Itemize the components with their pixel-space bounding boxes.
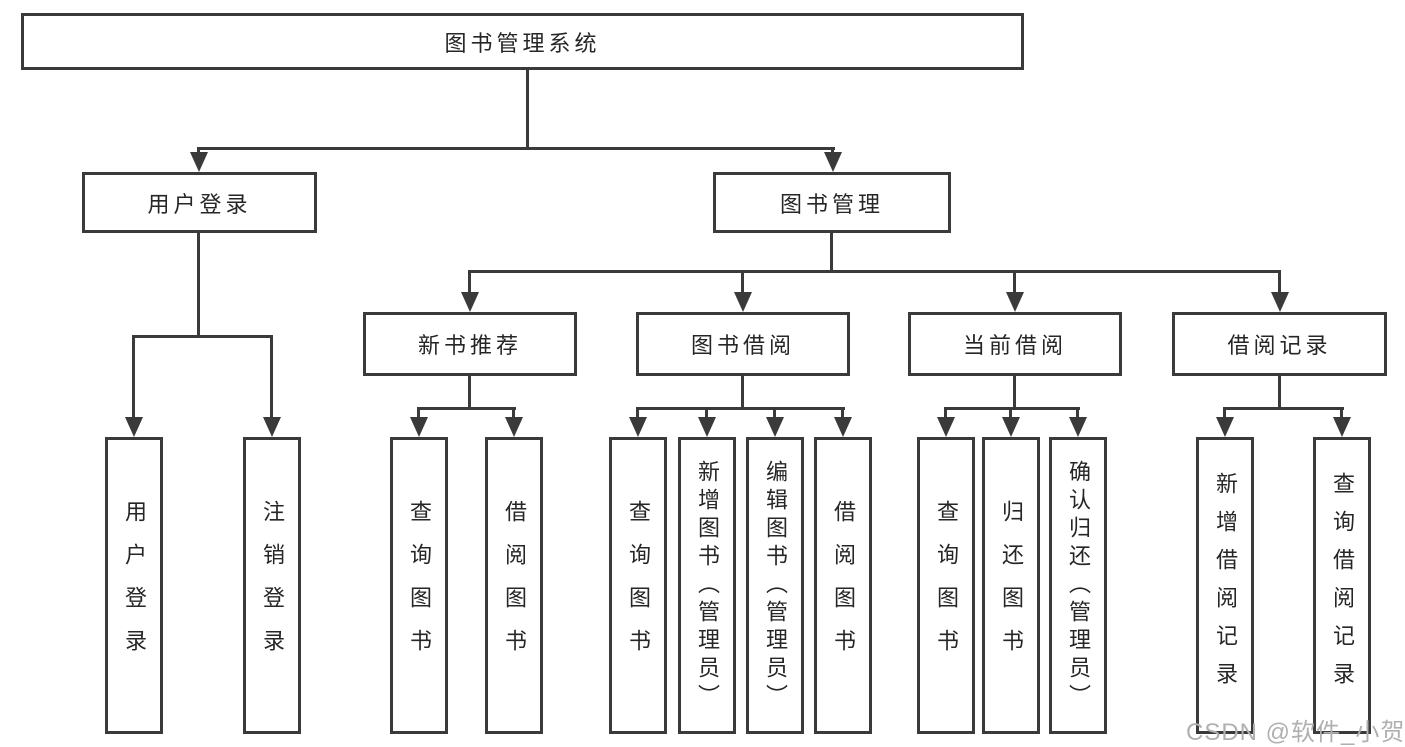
node-book-borrowing: 图书借阅 [636, 312, 850, 376]
connector-line [1223, 407, 1226, 419]
connector-line [741, 270, 744, 294]
connector-line [1278, 376, 1281, 409]
arrow-down-icon [1271, 292, 1289, 312]
connector-line [773, 407, 776, 419]
leaf-label: 查询图书 [934, 499, 959, 672]
connector-line [1278, 270, 1281, 294]
connector-line [468, 270, 1281, 273]
leaf-add-books-admin: 新增图书（管理员） [678, 437, 736, 734]
node-borrowing-records: 借阅记录 [1172, 312, 1387, 376]
node-user-login: 用户登录 [82, 172, 317, 233]
connector-line [197, 233, 200, 337]
connector-line [132, 335, 135, 419]
connector-line [526, 69, 529, 149]
arrow-down-icon [1333, 417, 1351, 437]
arrow-down-icon [766, 417, 784, 437]
arrow-down-icon [461, 292, 479, 312]
leaf-label: 注销登录 [260, 499, 285, 672]
leaf-label: 新增借阅记录 [1213, 471, 1238, 700]
node-current-borrowing: 当前借阅 [908, 312, 1122, 376]
arrow-down-icon [1002, 417, 1020, 437]
leaf-add-borrow-record: 新增借阅记录 [1196, 437, 1254, 734]
connector-line [705, 407, 708, 419]
connector-line [636, 407, 639, 419]
leaf-query-books: 查询图书 [390, 437, 448, 734]
arrow-down-icon [834, 417, 852, 437]
connector-line [197, 147, 200, 155]
leaf-label: 归还图书 [999, 499, 1024, 672]
connector-line [1223, 407, 1344, 410]
connector-line [944, 407, 947, 419]
connector-line [831, 147, 834, 155]
connector-line [830, 233, 833, 272]
leaf-user-login: 用户登录 [105, 437, 163, 734]
connector-line [270, 335, 273, 419]
leaf-label: 借阅图书 [831, 499, 856, 672]
connector-line [1340, 407, 1343, 419]
leaf-label: 编辑图书（管理员） [763, 459, 788, 712]
leaf-return-books: 归还图书 [982, 437, 1040, 734]
arrow-down-icon [125, 417, 143, 437]
connector-line [1009, 407, 1012, 419]
leaf-label: 确认归还（管理员） [1066, 459, 1091, 712]
leaf-borrow-books: 借阅图书 [485, 437, 543, 734]
arrow-down-icon [698, 417, 716, 437]
connector-line [417, 407, 420, 419]
leaf-label: 查询图书 [407, 499, 432, 672]
csdn-watermark: CSDN @软件_小贺同学 [1186, 719, 1405, 746]
leaf-edit-books-admin: 编辑图书（管理员） [746, 437, 804, 734]
leaf-label: 新增图书（管理员） [695, 459, 720, 712]
connector-line [636, 407, 845, 410]
arrow-down-icon [1216, 417, 1234, 437]
arrow-down-icon [263, 417, 281, 437]
leaf-query-books: 查询图书 [609, 437, 667, 734]
arrow-down-icon [505, 417, 523, 437]
leaf-query-borrow-record: 查询借阅记录 [1313, 437, 1371, 734]
connector-line [1076, 407, 1079, 419]
connector-line [1013, 270, 1016, 294]
connector-line [468, 270, 471, 294]
leaf-label: 查询借阅记录 [1330, 471, 1355, 700]
connector-line [417, 407, 516, 410]
leaf-label: 查询图书 [626, 499, 651, 672]
arrow-down-icon [1006, 292, 1024, 312]
node-book-management: 图书管理 [713, 172, 951, 233]
connector-line [468, 376, 471, 409]
connector-line [741, 376, 744, 409]
arrow-down-icon [190, 152, 208, 172]
arrow-down-icon [824, 152, 842, 172]
node-new-book-recommendation: 新书推荐 [363, 312, 577, 376]
leaf-borrow-books: 借阅图书 [814, 437, 872, 734]
arrow-down-icon [1069, 417, 1087, 437]
leaf-label: 借阅图书 [502, 499, 527, 672]
leaf-query-books: 查询图书 [917, 437, 975, 734]
connector-line [1013, 376, 1016, 409]
arrow-down-icon [410, 417, 428, 437]
arrow-down-icon [937, 417, 955, 437]
connector-line [132, 335, 273, 338]
leaf-label: 用户登录 [122, 499, 147, 672]
arrow-down-icon [734, 292, 752, 312]
leaf-confirm-return-admin: 确认归还（管理员） [1049, 437, 1107, 734]
leaf-logout: 注销登录 [243, 437, 301, 734]
connector-line [197, 147, 835, 150]
node-library-management-system: 图书管理系统 [21, 13, 1024, 70]
connector-line [841, 407, 844, 419]
connector-line [512, 407, 515, 419]
arrow-down-icon [629, 417, 647, 437]
connector-line [944, 407, 1080, 410]
